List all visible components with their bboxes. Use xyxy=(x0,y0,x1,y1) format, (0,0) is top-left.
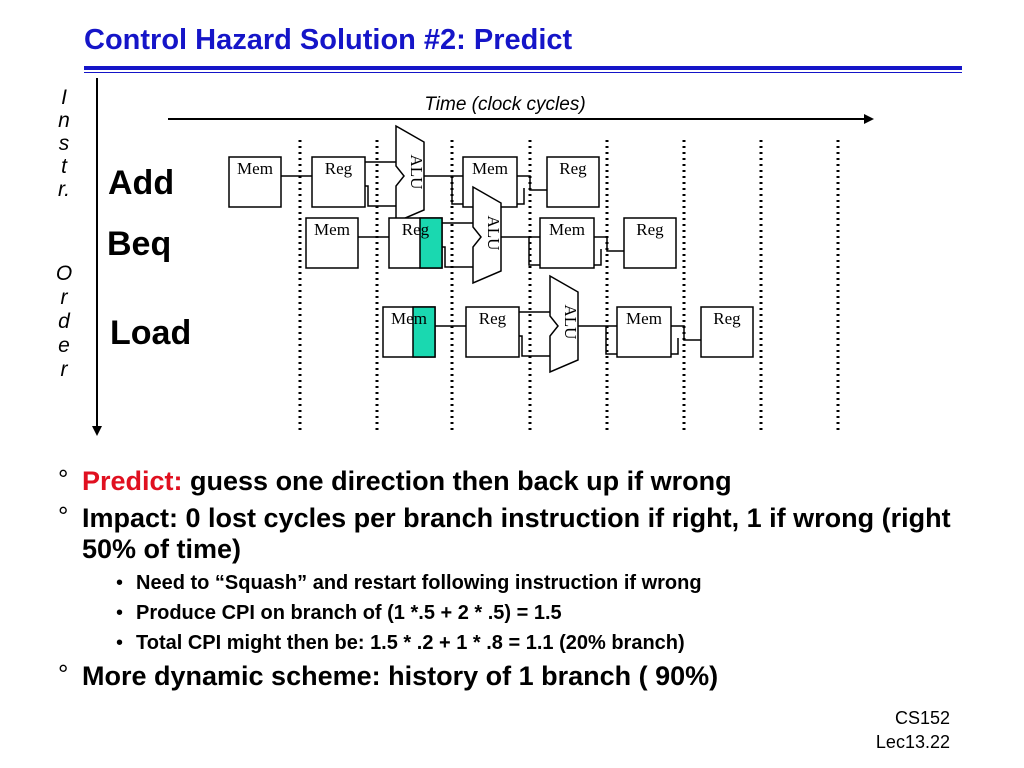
sub-bullet-marker: • xyxy=(116,602,124,624)
bullet-impact: ° Impact: 0 lost cycles per branch instru… xyxy=(58,501,988,565)
instruction-label-beq: Beq xyxy=(107,225,171,263)
stage-wb-reg-label: Reg xyxy=(559,159,587,178)
stage-wb-reg-label: Reg xyxy=(636,220,664,239)
connector-id-alu-bottom xyxy=(442,246,473,268)
sub-bullet-marker: • xyxy=(116,632,124,654)
title-underline xyxy=(84,66,962,70)
stage-id-reg-label: Reg xyxy=(325,159,353,178)
stage-mem xyxy=(539,217,595,269)
stage-id-reg xyxy=(465,306,520,358)
axis-letter: O xyxy=(55,262,73,285)
stage-id-reg-label: Reg xyxy=(479,309,507,328)
stage-mem-label: Mem xyxy=(549,220,585,239)
bullet-marker: ° xyxy=(58,659,69,689)
axis-letter: s xyxy=(58,132,70,155)
stage-wb-reg xyxy=(546,156,600,208)
title-underline-thin xyxy=(84,72,962,73)
stage-ex-alu-label: ALU xyxy=(561,305,580,340)
stage-wb-reg-label: Reg xyxy=(713,309,741,328)
stage-id-reg xyxy=(311,156,366,208)
slide-title: Control Hazard Solution #2: Predict xyxy=(84,24,573,56)
connector-mem-wb xyxy=(517,175,547,191)
sub-bullet-text: Produce CPI on branch of (1 *.5 + 2 * .5… xyxy=(136,602,562,624)
stage-if-mem xyxy=(228,156,282,208)
stage-if-mem-highlight xyxy=(412,306,436,358)
lecture-label: Lec13.22 xyxy=(875,732,950,752)
predict-label: Predict: xyxy=(82,466,183,496)
bullet-predict: ° Predict: guess one direction then back … xyxy=(58,464,988,497)
bullet-marker: ° xyxy=(58,464,69,494)
sub-bullet-total-cpi: • Total CPI might then be: 1.5 * .2 + 1 *… xyxy=(58,631,988,655)
connector-id-alu-bottom xyxy=(519,335,550,357)
instruction-label-load: Load xyxy=(110,314,191,352)
stage-wb-reg xyxy=(700,306,754,358)
predict-text: guess one direction then back up if wron… xyxy=(182,466,732,496)
stage-ex-alu-label: ALU xyxy=(407,155,426,190)
axis-letter: I xyxy=(61,86,67,109)
time-axis-label: Time (clock cycles) xyxy=(424,94,585,115)
stage-wb-reg xyxy=(623,217,677,269)
sub-bullet-cpi-branch: • Produce CPI on branch of (1 *.5 + 2 * .… xyxy=(58,601,988,625)
connector-mem-wb xyxy=(594,236,624,252)
stage-mem-label: Mem xyxy=(472,159,508,178)
axis-letter: e xyxy=(58,334,70,357)
pipeline-stages-beq: Mem Reg ALU Mem Reg xyxy=(305,185,677,285)
sub-bullet-text: Total CPI might then be: 1.5 * .2 + 1 * … xyxy=(136,632,685,654)
stage-mem-label: Mem xyxy=(626,309,662,328)
dynamic-scheme-text: More dynamic scheme: history of 1 branch… xyxy=(82,661,719,691)
stage-mem xyxy=(616,306,672,358)
axis-letter: n xyxy=(58,109,70,132)
stage-ex-alu xyxy=(549,274,579,374)
bullet-list: ° Predict: guess one direction then back … xyxy=(58,464,988,698)
stage-ex-alu xyxy=(395,124,425,224)
stage-if-mem-label: Mem xyxy=(391,309,427,328)
sub-bullet-marker: • xyxy=(116,572,124,594)
slide-footer: CS152 Lec13.22 xyxy=(876,706,950,754)
bullet-dynamic-scheme: ° More dynamic scheme: history of 1 branc… xyxy=(58,659,988,692)
instruction-label-add: Add xyxy=(108,164,174,202)
axis-letter: t xyxy=(61,155,67,178)
stage-ex-alu-label: ALU xyxy=(484,216,503,251)
pipeline-stages-add: Mem Reg ALU Mem Reg xyxy=(228,124,600,224)
pipeline-stages-load: Mem Reg ALU Mem Reg xyxy=(382,274,754,374)
stage-if-mem xyxy=(305,217,359,269)
stage-ex-alu xyxy=(472,185,502,285)
sub-bullet-squash: • Need to “Squash” and restart following … xyxy=(58,571,988,595)
stage-if-mem-label: Mem xyxy=(314,220,350,239)
stage-id-reg-highlight xyxy=(419,217,443,269)
axis-letter: d xyxy=(58,310,70,333)
axis-letter: r. xyxy=(57,178,71,201)
bullet-marker: ° xyxy=(58,501,69,531)
course-label: CS152 xyxy=(894,708,950,728)
axis-letter: r xyxy=(60,286,68,309)
connector-id-alu-bottom xyxy=(365,185,396,207)
impact-text: Impact: 0 lost cycles per branch instruc… xyxy=(82,503,951,564)
axis-letter: r xyxy=(60,358,68,381)
stage-id-reg-label: Reg xyxy=(402,220,430,239)
connector-mem-wb xyxy=(671,325,701,341)
stage-if-mem-label: Mem xyxy=(237,159,273,178)
sub-bullet-text: Need to “Squash” and restart following i… xyxy=(136,572,702,594)
